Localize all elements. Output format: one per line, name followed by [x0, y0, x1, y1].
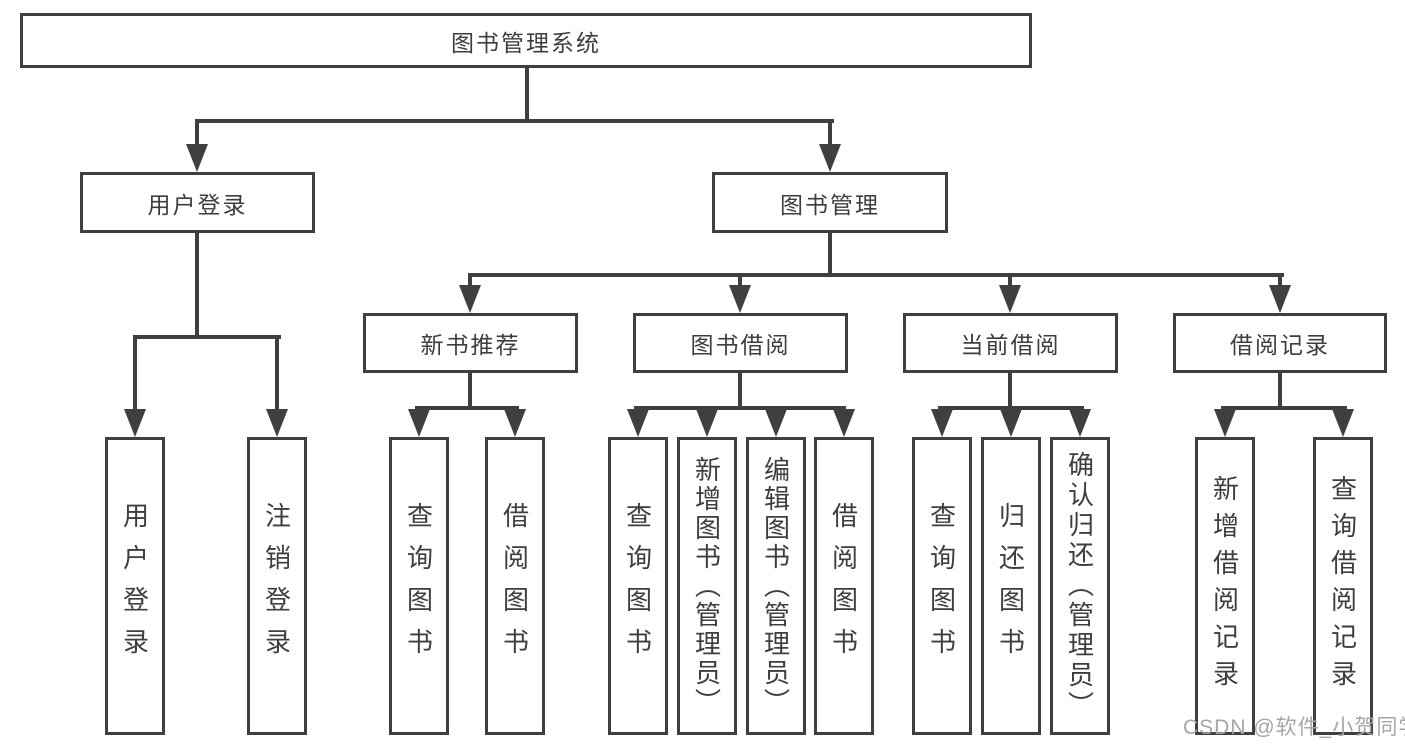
connector-line	[738, 273, 742, 287]
arrow-down-icon	[627, 409, 649, 437]
connector-line	[828, 233, 832, 277]
node-root-system: 图书管理系统	[20, 13, 1032, 68]
node-label: 编辑图书（管理员）	[760, 455, 791, 717]
leaf-borrow-books: 借阅图书	[814, 437, 874, 735]
leaf-query-borrow-record: 查询借阅记录	[1313, 437, 1373, 735]
arrow-down-icon	[266, 409, 288, 437]
arrow-down-icon	[1214, 409, 1236, 437]
connector-line	[195, 119, 834, 123]
connector-line	[133, 335, 281, 339]
arrow-down-icon	[999, 285, 1021, 313]
node-label: 查询图书	[403, 502, 434, 670]
arrow-down-icon	[696, 409, 718, 437]
leaf-confirm-return-admin: 确认归还（管理员）	[1050, 437, 1110, 735]
node-book-management: 图书管理	[712, 172, 948, 233]
node-label: 当前借阅	[960, 332, 1061, 358]
arrow-down-icon	[819, 144, 841, 172]
arrow-down-icon	[765, 409, 787, 437]
node-borrowing-records: 借阅记录	[1173, 313, 1387, 373]
connector-line	[1008, 273, 1012, 287]
node-user-login: 用户登录	[80, 172, 315, 233]
arrow-down-icon	[124, 409, 146, 437]
node-label: 借阅记录	[1230, 332, 1330, 358]
node-label: 图书借阅	[690, 332, 791, 358]
arrow-down-icon	[1000, 409, 1022, 437]
node-label: 用户登录	[119, 502, 150, 670]
connector-line	[1008, 373, 1012, 410]
node-label: 查询图书	[926, 502, 957, 670]
connector-line	[133, 335, 137, 411]
arrow-down-icon	[833, 409, 855, 437]
node-new-book-recommend: 新书推荐	[363, 313, 578, 373]
leaf-query-books: 查询图书	[912, 437, 972, 735]
node-label: 查询借阅记录	[1327, 475, 1358, 697]
arrow-down-icon	[408, 409, 430, 437]
node-label: 新增借阅记录	[1209, 475, 1240, 697]
node-label: 借阅图书	[828, 502, 859, 670]
connector-line	[828, 119, 832, 146]
connector-line	[525, 68, 529, 123]
arrow-down-icon	[1269, 285, 1291, 313]
node-label: 注销登录	[261, 502, 292, 670]
node-label: 图书管理	[780, 191, 880, 218]
node-label: 归还图书	[995, 502, 1026, 670]
leaf-add-borrow-record: 新增借阅记录	[1195, 437, 1255, 735]
connector-line	[1278, 373, 1282, 410]
connector-line	[415, 406, 519, 410]
node-book-borrowing: 图书借阅	[633, 313, 848, 373]
node-label: 新书推荐	[420, 332, 521, 358]
connector-line	[468, 273, 1284, 277]
leaf-add-books-admin: 新增图书（管理员）	[677, 437, 737, 735]
leaf-borrow-books: 借阅图书	[485, 437, 545, 735]
arrow-down-icon	[459, 285, 481, 313]
leaf-user-login: 用户登录	[105, 437, 165, 735]
leaf-edit-books-admin: 编辑图书（管理员）	[746, 437, 806, 735]
connector-line	[275, 335, 279, 411]
arrow-down-icon	[1332, 409, 1354, 437]
connector-line	[1278, 273, 1282, 287]
connector-line	[195, 119, 199, 146]
arrow-down-icon	[931, 409, 953, 437]
arrow-down-icon	[504, 409, 526, 437]
connector-line	[1221, 406, 1347, 410]
csdn-watermark: CSDN @软件_小贺同学	[1183, 716, 1405, 739]
node-label: 新增图书（管理员）	[691, 455, 722, 717]
leaf-return-books: 归还图书	[981, 437, 1041, 735]
node-label: 用户登录	[147, 191, 248, 218]
leaf-query-books: 查询图书	[608, 437, 668, 735]
connector-line	[634, 406, 846, 410]
arrow-down-icon	[1069, 409, 1091, 437]
connector-line	[468, 373, 472, 410]
arrow-down-icon	[186, 144, 208, 172]
node-label: 查询图书	[622, 502, 653, 670]
arrow-down-icon	[729, 285, 751, 313]
node-label: 确认归还（管理员）	[1064, 451, 1095, 721]
node-current-borrowing: 当前借阅	[903, 313, 1118, 373]
leaf-query-books: 查询图书	[389, 437, 449, 735]
leaf-logout: 注销登录	[247, 437, 307, 735]
node-label: 借阅图书	[499, 502, 530, 670]
connector-line	[195, 233, 199, 339]
node-label: 图书管理系统	[451, 29, 601, 56]
connector-line	[738, 373, 742, 410]
connector-line	[468, 273, 472, 287]
